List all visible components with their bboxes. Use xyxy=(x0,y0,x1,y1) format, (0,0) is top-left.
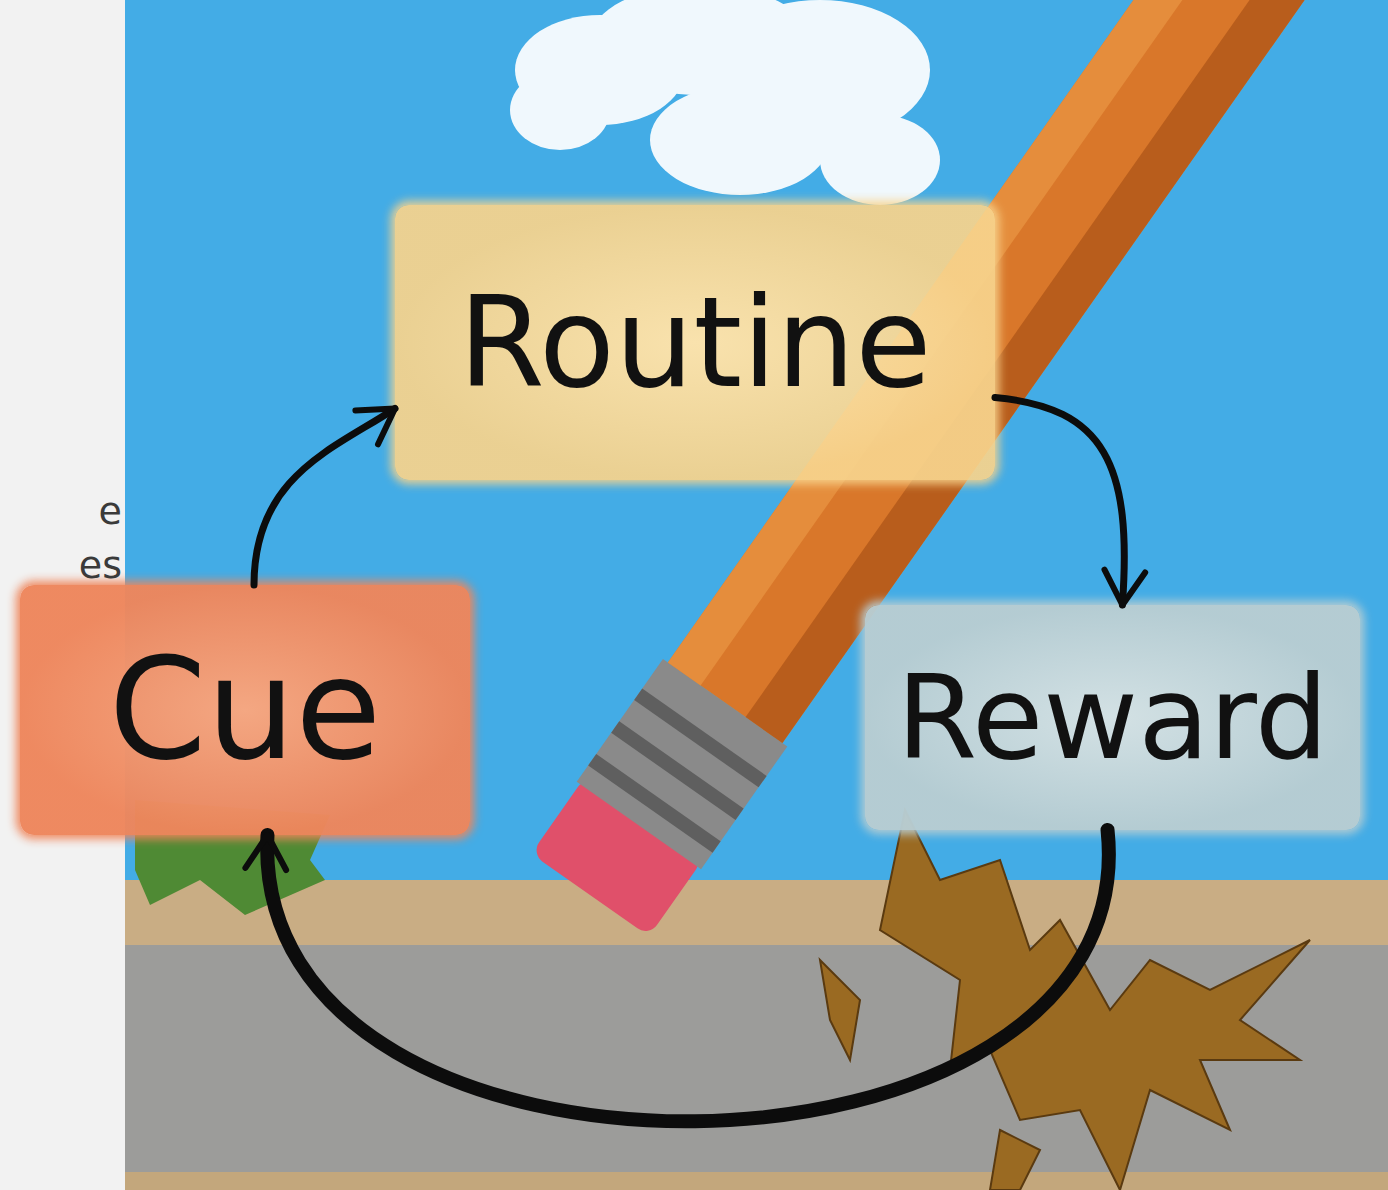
arrow-head xyxy=(245,835,286,870)
box-label: Routine xyxy=(459,281,932,405)
cloud xyxy=(510,0,940,205)
arrow-head xyxy=(355,409,395,445)
box-label: Cue xyxy=(109,640,382,780)
habit-box: Routine xyxy=(395,205,995,480)
arrow-line xyxy=(267,830,1109,1121)
arrow-line xyxy=(995,398,1124,606)
habit-box: Reward xyxy=(865,605,1360,830)
habit-box: Cue xyxy=(20,585,470,835)
ground-bottom xyxy=(125,1172,1388,1190)
cut-off-text: e xyxy=(99,492,122,530)
ground-sand xyxy=(125,880,1388,950)
cycle-arrow xyxy=(254,409,395,586)
cycle-arrow xyxy=(245,830,1108,1121)
cut-off-text: es xyxy=(79,546,122,584)
box-label: Reward xyxy=(897,660,1329,776)
cycle-arrow xyxy=(995,398,1145,606)
arrow-line xyxy=(254,409,395,586)
bark-shards xyxy=(820,810,1310,1190)
arrow-head xyxy=(1104,570,1145,605)
